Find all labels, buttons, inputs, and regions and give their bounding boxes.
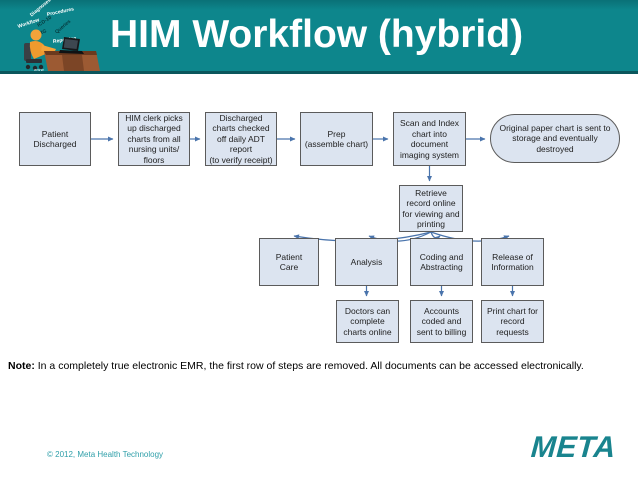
note-label: Note: bbox=[8, 360, 35, 372]
node-scan-index: Scan and Index chart into document imagi… bbox=[393, 112, 466, 166]
note-body: In a completely true electronic EMR, the… bbox=[34, 360, 584, 372]
node-charts-checked: Discharged charts checked off daily ADT … bbox=[205, 112, 277, 166]
header-bar: Diagnoses Procedures Workflow ICD-10 Que… bbox=[0, 0, 638, 74]
note-text: Note: In a completely true electronic EM… bbox=[8, 360, 634, 373]
node-accounts-billing: Accounts coded and sent to billing bbox=[410, 300, 473, 343]
node-analysis: Analysis bbox=[335, 238, 398, 286]
slide-title: HIM Workflow (hybrid) bbox=[110, 13, 524, 56]
clipart-word: ICD-10 bbox=[36, 14, 53, 29]
node-patient-care: Patient Care bbox=[259, 238, 319, 286]
copyright-text: © 2012, Meta Health Technology bbox=[47, 450, 164, 459]
him-clipart: Diagnoses Procedures Workflow ICD-10 Que… bbox=[4, 0, 116, 75]
node-release-info: Release of Information bbox=[481, 238, 544, 286]
node-retrieve-online: Retrieve record online for viewing and p… bbox=[399, 185, 463, 232]
node-doctors-online: Doctors can complete charts online bbox=[336, 300, 399, 343]
node-prep: Prep (assemble chart) bbox=[300, 112, 373, 166]
node-him-clerk-pickup: HIM clerk picks up discharged charts fro… bbox=[118, 112, 190, 166]
clipart-www-text: www bbox=[34, 67, 45, 72]
meta-logo: META bbox=[529, 431, 617, 464]
node-coding-abstracting: Coding and Abstracting bbox=[410, 238, 473, 286]
workflow-diagram: Patient Discharged HIM clerk picks up di… bbox=[0, 80, 638, 355]
person-at-computer-icon bbox=[24, 29, 100, 71]
node-patient-discharged: Patient Discharged bbox=[19, 112, 91, 166]
node-print-chart: Print chart for record requests bbox=[481, 300, 544, 343]
node-storage-destroyed: Original paper chart is sent to storage … bbox=[490, 114, 620, 163]
